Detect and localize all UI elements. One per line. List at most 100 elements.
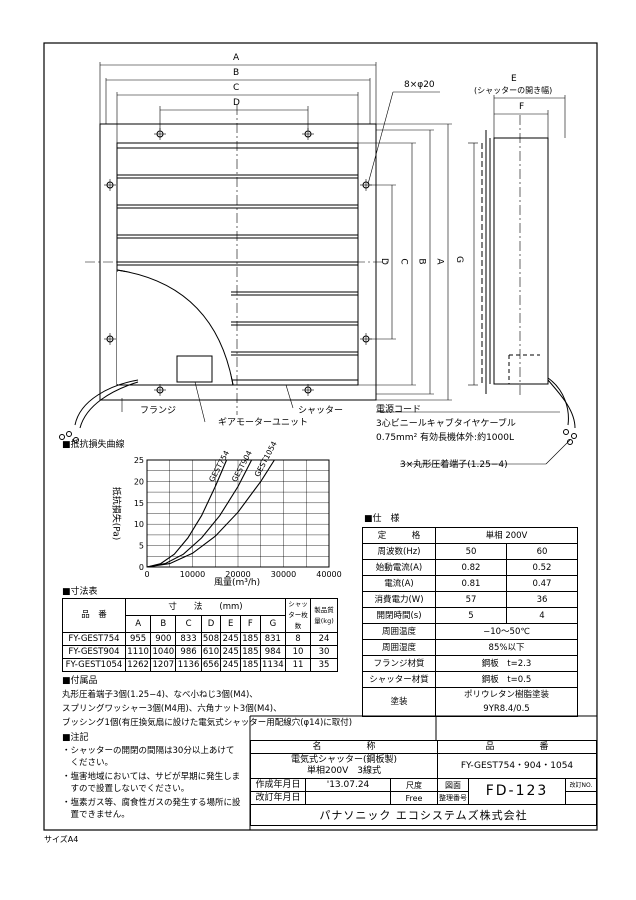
drawing-border [43, 42, 598, 831]
title-created-date: '13.07.24 [305, 778, 391, 792]
spec-row-flange-material: フランジ材質鋼板 t=2.3 [362, 655, 578, 672]
dim-label-d-right: D [378, 258, 389, 265]
dims-col-a: A [124, 615, 152, 633]
spec-value: 鋼板 t=2.3 [435, 655, 578, 672]
dims-col-g: G [259, 615, 287, 633]
spec-value: 鋼板 t=0.5 [435, 671, 578, 688]
dims-cell: 185 [240, 645, 261, 659]
spec-value: ポリウレタン樹脂塗装 9YR8.4/0.5 [435, 687, 578, 717]
spec-value: 36 [505, 591, 579, 608]
chart-y-tick-label: 5 [139, 542, 144, 551]
dims-header-row: 品 番 寸 法 (mm) シャッター枚数 製品質量(kg) [62, 598, 338, 633]
spec-value: 4 [505, 607, 579, 624]
spec-value: 50 [435, 543, 507, 560]
notes-line-2: ください。 [62, 758, 114, 768]
coating-line2: 9YR8.4/0.5 [483, 704, 530, 714]
dim-label-c-right: C [398, 258, 409, 265]
spec-value: 0.52 [505, 559, 579, 576]
dims-cell: 656 [200, 658, 222, 672]
spec-row-shutter-material: シャッター材質鋼板 t=0.5 [362, 671, 578, 688]
dims-cell: FY-GEST904 [62, 645, 126, 659]
dims-cell: 610 [200, 645, 222, 659]
dims-header-sunpo: 寸 法 (mm) [125, 598, 286, 616]
dim-label-b-right: B [416, 258, 427, 265]
dims-cell: 30 [310, 645, 338, 659]
spec-label: 開閉時間(s) [362, 607, 436, 624]
dims-cell: 35 [310, 658, 338, 672]
callout-cord-title: 電源コード [376, 405, 422, 415]
gear-motor-box [176, 355, 213, 383]
spec-label: 周波数(Hz) [362, 543, 436, 560]
dims-header-mass: 製品質量(kg) [310, 598, 338, 633]
notes-line-6: 置できません。 [62, 810, 130, 820]
accessories-line-1: 丸形圧着端子3個(1.25−4)、なべ小ねじ3個(M4)、 [62, 690, 258, 700]
dims-cell: 1262 [124, 658, 152, 672]
chart-series-line-gest1054 [146, 459, 275, 568]
spec-row-ambient-temp: 周囲温度−10〜50℃ [362, 623, 578, 640]
spec-value: 5 [435, 607, 507, 624]
shutter-frame [116, 142, 359, 386]
notes-section-title: ■注記 [62, 733, 89, 743]
chart-y-tick-label: 15 [134, 499, 144, 508]
dims-cell: 1110 [124, 645, 152, 659]
title-product-code: FY-GEST754・904・1054 [437, 753, 597, 779]
dims-cell: 1134 [259, 658, 287, 672]
spec-value: 57 [435, 591, 507, 608]
chart-y-tick-label: 25 [134, 456, 144, 465]
centerlines [85, 105, 521, 415]
callout-flange: フランジ [140, 406, 177, 416]
title-created-label: 作成年月日 [250, 778, 306, 792]
title-drawing-no: FD-123 [468, 778, 566, 805]
sheet-size: サイズA4 [44, 835, 79, 844]
dims-cell: 900 [150, 632, 177, 646]
dims-cell: 833 [175, 632, 202, 646]
dims-col-e: E [220, 615, 242, 633]
spec-label: 電流(A) [362, 575, 436, 592]
resistance-section-title: ■抵抗損失曲線 [62, 440, 125, 450]
coating-line1: ポリウレタン樹脂塗装 [463, 690, 549, 700]
spec-value: 60 [505, 543, 579, 560]
title-revised-label: 改訂年月日 [250, 791, 306, 805]
chart-series-label: GEST1054 [253, 439, 279, 478]
dim-label-d-top: D [233, 98, 240, 108]
spec-label: シャッター材質 [362, 671, 436, 688]
dim-label-a-top: A [233, 53, 240, 63]
accessories-line-2: スプリングワッシャー3個(M4用)、六角ナット3個(M4)、 [62, 704, 282, 714]
dims-cell: 1136 [175, 658, 202, 672]
spec-label: 定 格 [362, 527, 436, 544]
title-rev-value [565, 791, 597, 805]
title-product-name: 電気式シャッター(鋼板製)単相200V 3線式 [250, 753, 438, 779]
chart-x-tick-label: 30000 [271, 570, 296, 579]
dims-cell: 245 [220, 658, 242, 672]
dims-subheader-row: A B C D E F G [63, 615, 338, 633]
horizontal-dimensions [99, 62, 377, 143]
chart-x-tick-label: 20000 [225, 570, 250, 579]
accessories-line-3: ブッシング1個(有圧換気扇に設けた電気式シャッター用配線穴(φ14)に取付) [62, 718, 353, 728]
title-drawing-label: 図面 [437, 778, 469, 792]
chart-ylabel: 抵抗損失(Pa) [110, 486, 121, 541]
notes-line-5: ・塩素ガス等、腐食性ガスの発生する場所に設 [62, 798, 241, 808]
chart-y-tick-label: 0 [139, 563, 144, 572]
dims-header-count: シャッター枚数 [285, 598, 311, 633]
hole-note: 8×φ20 [404, 80, 435, 90]
dims-cell: 245 [220, 645, 242, 659]
spec-value: 0.82 [435, 559, 507, 576]
dim-label-a-right: A [434, 258, 445, 265]
title-company-row: パナソニック エコシステムズ株式会社 [250, 804, 597, 826]
title-name-line2: 単相200V 3線式 [306, 766, 382, 776]
spec-value: 0.47 [505, 575, 579, 592]
title-header-row: 名 称 品 番 [250, 740, 597, 754]
title-scale-label: 尺度 [406, 780, 422, 790]
dims-col-c: C [175, 615, 202, 633]
dims-cell: FY-GEST1054 [62, 658, 126, 672]
spec-label: 周囲温度 [362, 623, 436, 640]
callout-cord-line2: 0.75mm² 有効長機体外:約1000L [376, 433, 514, 443]
spec-value: 85%以下 [435, 639, 578, 656]
chart-series-line-gest754 [146, 459, 228, 568]
title-revised-date [305, 791, 391, 805]
title-company: パナソニック エコシステムズ株式会社 [250, 804, 597, 826]
title-scale-value: Free [390, 791, 438, 805]
spec-label: 始動電流(A) [362, 559, 436, 576]
dims-cell: 984 [259, 645, 287, 659]
